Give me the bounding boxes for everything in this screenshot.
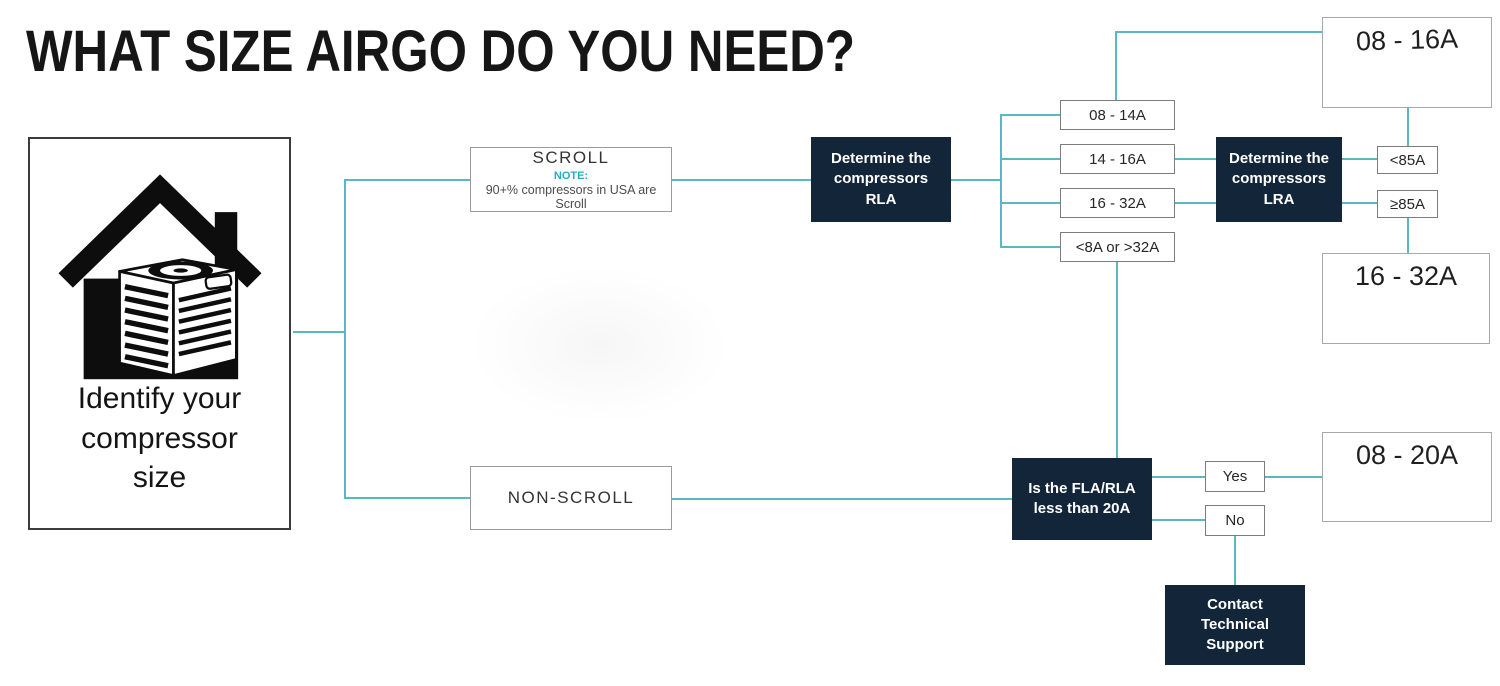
- connector-line: [1342, 158, 1377, 160]
- result-08-20a: 08 - 20A: [1322, 432, 1492, 522]
- connector-line: [344, 179, 346, 499]
- connector-line: [1152, 519, 1205, 521]
- connector-line: [1002, 246, 1060, 248]
- connector-line: [1115, 31, 1117, 101]
- connector-line: [293, 331, 344, 333]
- non-scroll-label: NON-SCROLL: [507, 488, 635, 507]
- connector-line: [1116, 262, 1118, 458]
- connector-line: [1407, 218, 1409, 253]
- connector-line: [1152, 476, 1205, 478]
- scroll-label: SCROLL: [532, 148, 610, 167]
- connector-line: [672, 179, 811, 181]
- scroll-node: SCROLL NOTE: 90+% compressors in USA are…: [470, 147, 672, 212]
- connector-line: [1002, 202, 1060, 204]
- result-08-16a-label: 08 - 16A: [1355, 23, 1459, 57]
- result-08-16a: 08 - 16A: [1322, 17, 1492, 108]
- connector-line: [346, 497, 470, 499]
- rla-range-14-16: 14 - 16A: [1060, 144, 1175, 174]
- connector-line: [1175, 158, 1216, 160]
- connector-line: [1000, 114, 1002, 248]
- rla-range-08-14: 08 - 14A: [1060, 100, 1175, 130]
- connector-line: [1234, 536, 1236, 585]
- rla-range-out-of-range: <8A or >32A: [1060, 232, 1175, 262]
- connector-line: [672, 498, 1012, 500]
- fla-question-node: Is the FLA/RLA less than 20A: [1012, 458, 1152, 540]
- connector-line: [346, 179, 470, 181]
- non-scroll-node: NON-SCROLL: [470, 466, 672, 530]
- determine-rla-node: Determine the compressors RLA: [811, 137, 951, 222]
- result-16-32a: 16 - 32A: [1322, 253, 1490, 344]
- connector-line: [1002, 158, 1060, 160]
- connector-line: [1265, 476, 1322, 478]
- lra-range-ge85: ≥85A: [1377, 190, 1438, 218]
- rla-range-16-32: 16 - 32A: [1060, 188, 1175, 218]
- background-smudge: [470, 265, 730, 425]
- connector-line: [951, 179, 1000, 181]
- scroll-note-label: NOTE:: [553, 170, 589, 182]
- connector-line: [1407, 108, 1409, 146]
- result-16-32a-label: 16 - 32A: [1354, 261, 1458, 291]
- contact-support-node: Contact Technical Support: [1165, 585, 1305, 665]
- page-title: WHAT SIZE AIRGO DO YOU NEED?: [26, 19, 856, 84]
- connector-line: [1115, 31, 1322, 33]
- house-compressor-icon: [58, 174, 262, 380]
- connector-line: [1175, 202, 1216, 204]
- determine-lra-node: Determine the compressors LRA: [1216, 137, 1342, 222]
- start-node-label: Identify your compressor size: [77, 382, 242, 495]
- result-08-20a-label: 08 - 20A: [1355, 440, 1459, 470]
- start-node: Identify your compressor size: [28, 137, 291, 530]
- yes-node: Yes: [1205, 461, 1265, 492]
- lra-range-lt85: <85A: [1377, 146, 1438, 174]
- connector-line: [1342, 202, 1377, 204]
- no-node: No: [1205, 505, 1265, 536]
- scroll-note-text: 90+% compressors in USA are Scroll: [485, 183, 657, 211]
- connector-line: [1002, 114, 1060, 116]
